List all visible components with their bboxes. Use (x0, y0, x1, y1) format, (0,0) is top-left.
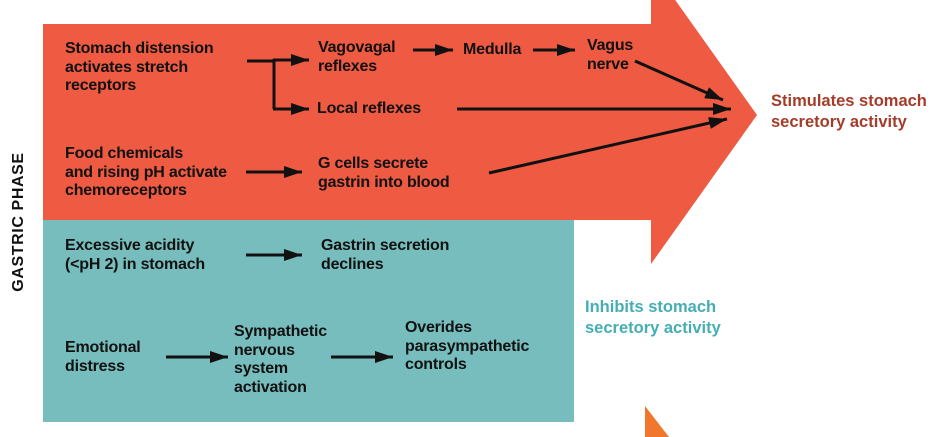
label-vagovagal-reflexes: Vagovagal reflexes (318, 39, 396, 75)
label-stomach-distension: Stomach distension activates stretch rec… (65, 40, 214, 94)
label-local-reflexes: Local reflexes (317, 100, 421, 117)
connector-line (634, 59, 724, 102)
label-stimulates-outcome: Stimulates stomach secretory activity (771, 92, 927, 131)
phase-label: GASTRIC PHASE (10, 152, 27, 292)
label-excessive-acidity: Excessive acidity (<pH 2) in stomach (65, 237, 205, 273)
label-g-cells: G cells secrete gastrin into blood (318, 155, 450, 191)
label-inhibits-outcome: Inhibits stomach secretory activity (585, 298, 721, 337)
stimulation-arrow (43, 0, 757, 264)
label-medulla: Medulla (463, 41, 522, 58)
inhibition-box (43, 220, 574, 422)
label-gastrin-declines: Gastrin secretion declines (321, 237, 450, 273)
label-vagus-nerve: Vagus nerve (587, 37, 634, 73)
connector-line (488, 117, 728, 175)
label-emotional-distress: Emotional distress (65, 339, 141, 375)
connector-lines (166, 44, 731, 363)
label-food-chemicals: Food chemicals and rising pH activate ch… (65, 145, 227, 199)
label-overides-parasympathetic: Overides parasympathetic controls (405, 319, 530, 373)
next-phase-arrow-fragment (645, 406, 669, 437)
label-sympathetic-activation: Sympathetic nervous system activation (234, 323, 327, 396)
